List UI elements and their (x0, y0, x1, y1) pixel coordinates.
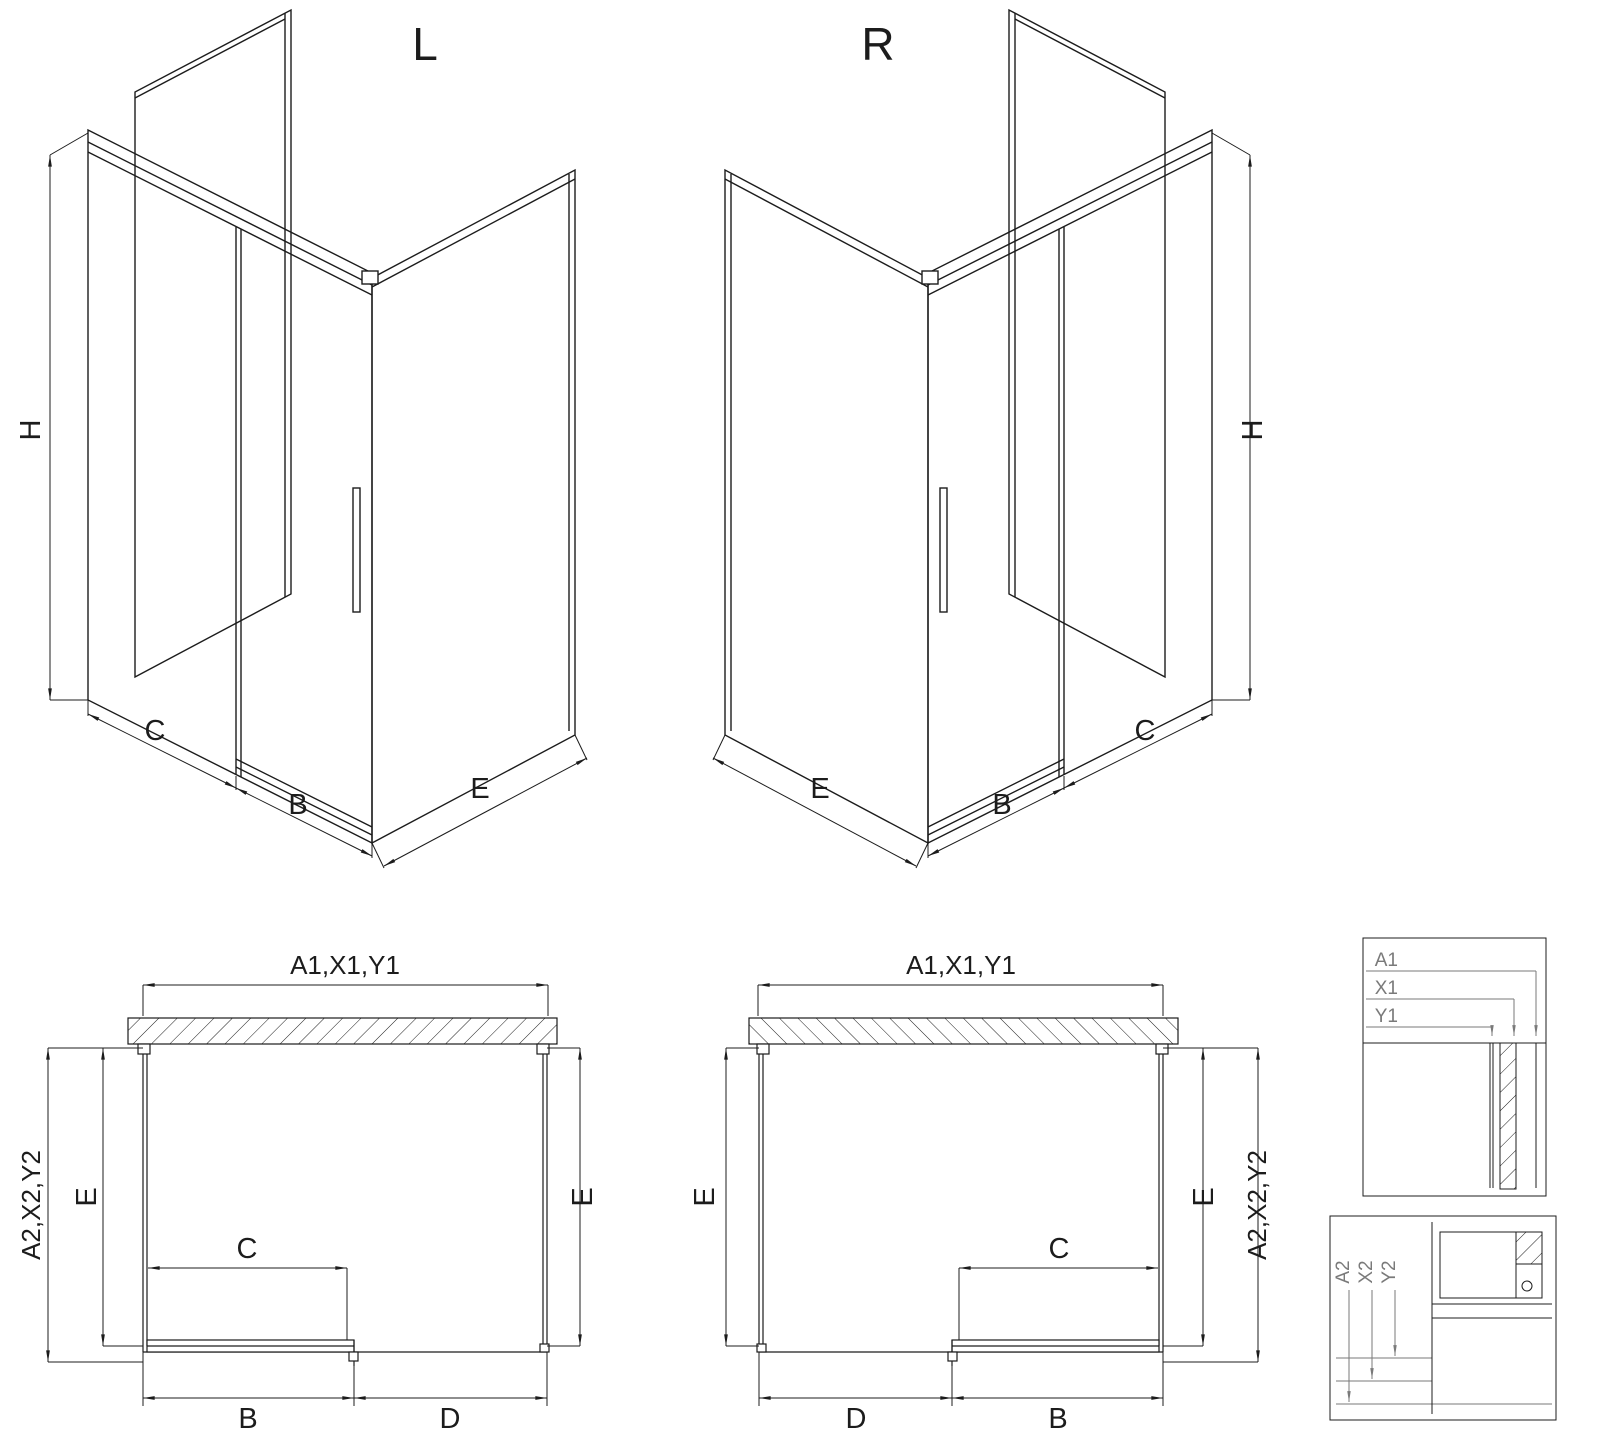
detail-bottom-leaders (1336, 1290, 1552, 1405)
detail-wall-hatch (1499, 1042, 1517, 1190)
dim-label-d-plan-r: D (846, 1403, 867, 1435)
dim-label-b-right: B (992, 789, 1011, 821)
detail-top-border (1362, 937, 1547, 1197)
detail-label-y2: Y2 (1379, 1260, 1400, 1283)
iso-view-right: R H C B E (713, 10, 1269, 868)
detail-profile-hatch (1515, 1231, 1543, 1265)
dim-label-a1x1y1-left: A1,X1,Y1 (290, 950, 400, 980)
dim-label-b-plan-r: B (1048, 1403, 1067, 1435)
iso-left-geometry (50, 10, 587, 868)
detail-label-x1: X1 (1375, 978, 1398, 999)
plan-left-geometry (48, 985, 580, 1406)
dim-label-e-left-plan-r: E (689, 1187, 721, 1206)
view-label-left: L (412, 18, 438, 70)
dim-label-c-right: C (1135, 715, 1156, 747)
dim-label-h-right: H (1237, 420, 1269, 441)
dim-label-c-plan-l: C (237, 1233, 258, 1265)
dim-label-c-plan-r: C (1049, 1233, 1070, 1265)
detail-roller-circle (1521, 1280, 1533, 1292)
detail-top-section (1363, 1042, 1546, 1190)
iso-view-left: L H C B E (15, 10, 587, 868)
dim-label-a2x2y2-left: A2,X2,Y2 (16, 1150, 46, 1260)
dim-label-a1x1y1-right: A1,X1,Y1 (906, 950, 1016, 980)
detail-view-bottom: A2 X2 Y2 (1329, 1215, 1557, 1421)
dim-label-b-plan-l: B (238, 1403, 257, 1435)
dim-label-e-right-plan-l: E (567, 1187, 599, 1206)
detail-label-a1: A1 (1375, 950, 1398, 971)
view-label-right: R (861, 18, 894, 70)
dim-label-d-plan-l: D (440, 1403, 461, 1435)
dim-label-e-right: E (810, 773, 829, 805)
plan-right-geometry (726, 985, 1258, 1406)
dim-label-c-left: C (145, 715, 166, 747)
plan-view-left: A1,X1,Y1 A2,X2,Y2 E E C B D (16, 950, 599, 1435)
dim-label-e-left: E (470, 773, 489, 805)
detail-view-top: A1 X1 Y1 (1362, 937, 1547, 1197)
detail-bottom-profile (1431, 1222, 1552, 1414)
detail-label-a2: A2 (1333, 1260, 1354, 1283)
iso-right-geometry (713, 10, 1250, 868)
dim-label-b-left: B (288, 789, 307, 821)
dim-label-a2x2y2-right: A2,X2,Y2 (1242, 1150, 1272, 1260)
dim-label-e-right-plan-r: E (1188, 1187, 1220, 1206)
dim-label-e-left-plan-l: E (71, 1187, 103, 1206)
detail-top-leaders (1366, 970, 1538, 1036)
plan-view-right: A1,X1,Y1 A2,X2,Y2 E E C B D (689, 950, 1272, 1435)
dim-label-h-left: H (15, 420, 47, 441)
detail-label-x2: X2 (1356, 1260, 1377, 1283)
detail-label-y1: Y1 (1375, 1006, 1398, 1027)
